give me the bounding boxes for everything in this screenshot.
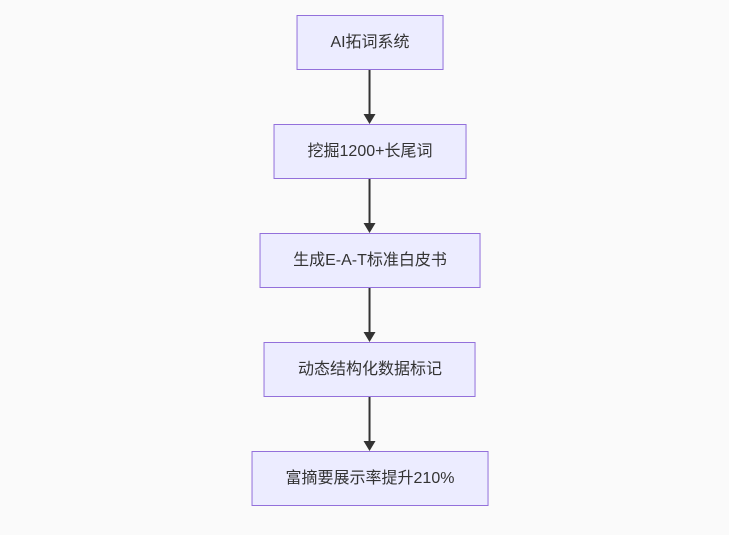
flowchart-arrow-4 <box>364 397 376 451</box>
arrow-line <box>369 288 371 332</box>
node-eat-standard-whitepaper: 生成E-A-T标准白皮书 <box>259 233 481 288</box>
flowchart-arrow-1 <box>364 70 376 124</box>
node-longtail-keyword-mining: 挖掘1200+长尾词 <box>273 124 467 179</box>
flowchart-arrow-3 <box>364 288 376 342</box>
arrow-head-icon <box>364 114 376 124</box>
arrow-line <box>369 179 371 223</box>
flowchart: AI拓词系统 挖掘1200+长尾词 生成E-A-T标准白皮书 动态结构化数据标记… <box>251 15 489 506</box>
node-rich-snippet-rate-increase: 富摘要展示率提升210% <box>251 451 489 506</box>
arrow-head-icon <box>364 332 376 342</box>
node-dynamic-structured-data-markup: 动态结构化数据标记 <box>263 342 476 397</box>
arrow-head-icon <box>364 441 376 451</box>
arrow-line <box>369 70 371 114</box>
flowchart-arrow-2 <box>364 179 376 233</box>
arrow-head-icon <box>364 223 376 233</box>
node-ai-word-expansion-system: AI拓词系统 <box>296 15 444 70</box>
arrow-line <box>369 397 371 441</box>
